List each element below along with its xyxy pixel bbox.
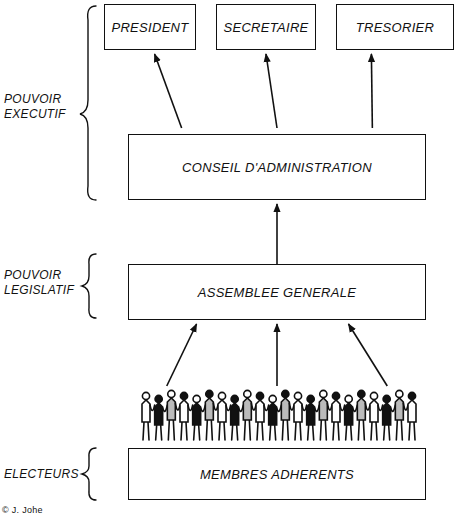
person-figure [205,390,213,440]
person-body [155,403,163,440]
person-body [167,398,175,440]
box-text: TRESORIER [356,20,435,35]
person-head [269,395,276,402]
person-head [193,395,200,402]
person-head [256,392,263,399]
arrow-connector [371,54,374,128]
person-figure [345,395,353,440]
group-label: ELECTEURS [4,467,84,482]
office-box: SECRETAIRE [216,4,316,50]
person-figure [193,395,201,440]
power-label: POUVOIR LEGISLATIF [4,268,84,298]
person-body [218,400,226,440]
person-body [281,398,289,440]
person-body [231,403,239,440]
person-figure [218,392,226,440]
office-box: PRESIDENT [104,4,196,50]
person-figure [383,395,391,440]
box-text: ASSEMBLEE GENERALE [198,285,357,300]
person-figure [319,390,327,440]
person-head [294,392,301,399]
arrow-connector [155,54,182,128]
person-body [180,400,188,440]
person-body [345,403,353,440]
person-head [307,395,314,402]
person-head [180,392,187,399]
brace [82,448,96,500]
person-head [358,390,365,397]
brace [82,254,96,318]
person-head [396,390,403,397]
arrow-connector [266,54,277,128]
assembly-box: ASSEMBLEE GENERALE [128,264,426,320]
person-body [332,400,340,440]
person-body [294,400,302,440]
person-body [205,398,213,440]
members-box: MEMBRES ADHERENTS [128,448,426,500]
power-label: POUVOIR EXECUTIF [4,92,82,122]
person-head [383,395,390,402]
person-head [244,390,251,397]
person-head [408,392,415,399]
person-head [231,395,238,402]
person-figure [357,390,365,440]
person-body [269,403,277,440]
person-head [155,395,162,402]
person-figure [269,395,277,440]
person-figure [142,392,150,440]
person-head [218,392,225,399]
copyright-note: © J. Johe [2,505,72,516]
arrow-connector [167,324,197,386]
person-body [357,398,365,440]
person-figure [180,392,188,440]
person-figure [256,392,264,440]
person-head [206,390,213,397]
person-head [332,392,339,399]
person-body [256,400,264,440]
arrow-connector [349,324,388,386]
person-body [243,398,251,440]
person-figure [155,395,163,440]
person-head [345,395,352,402]
box-text: CONSEIL D'ADMINISTRATION [182,160,372,175]
box-text: PRESIDENT [111,20,188,35]
person-figure [243,390,251,440]
person-figure [281,390,289,440]
person-body [319,398,327,440]
person-body [193,403,201,440]
person-head [282,390,289,397]
person-body [307,403,315,440]
person-head [142,392,149,399]
brace [80,6,96,200]
person-figure [294,392,302,440]
box-text: MEMBRES ADHERENTS [200,467,354,482]
person-figure [231,395,239,440]
person-head [320,390,327,397]
council-box: CONSEIL D'ADMINISTRATION [128,134,426,200]
person-body [383,403,391,440]
person-body [408,400,416,440]
person-figure [307,395,315,440]
person-body [142,400,150,440]
person-head [168,390,175,397]
person-head [370,392,377,399]
box-text: SECRETAIRE [223,20,308,35]
person-figure [408,392,416,440]
office-box: TRESORIER [336,4,454,50]
person-figure [332,392,340,440]
person-body [395,398,403,440]
person-figure [395,390,403,440]
arrow-connector [276,204,278,264]
arrow-connector [276,324,278,386]
person-figure [167,390,175,440]
person-figure [370,392,378,440]
crowd-illustration [142,390,416,440]
person-body [370,400,378,440]
